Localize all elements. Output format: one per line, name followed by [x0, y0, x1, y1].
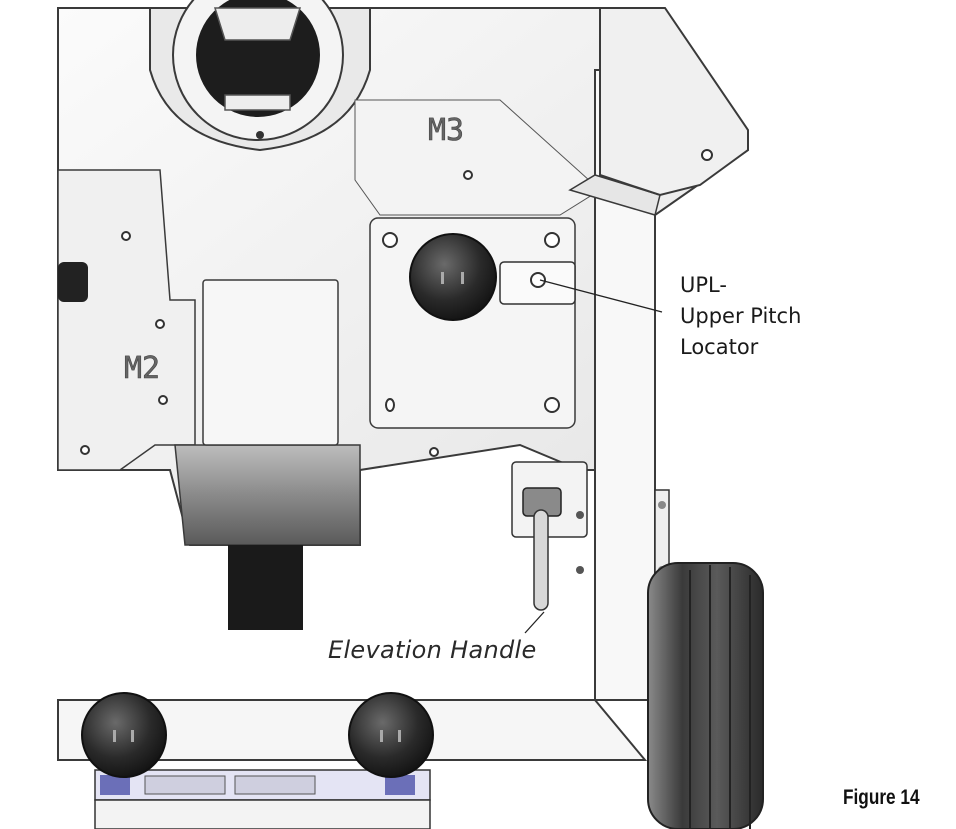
bolt-holes — [80, 170, 473, 457]
m2-label: M2 — [124, 351, 160, 386]
right-upper-flange — [599, 7, 749, 197]
figure-caption: Figure 14 — [843, 786, 920, 809]
top-circular-opening — [149, 0, 371, 152]
vertical-frame-bar — [568, 69, 670, 701]
upl-line-1: UPL- — [680, 273, 727, 297]
upl-leader-line — [539, 279, 663, 313]
upl-line-3: Locator — [680, 335, 759, 359]
elevation-handle-callout: Elevation Handle — [328, 636, 537, 664]
elevation-handle — [511, 461, 588, 611]
lower-left-knob — [81, 692, 167, 778]
m3-label: M3 — [428, 113, 464, 148]
upl-callout: UPL- Upper Pitch Locator — [680, 270, 801, 363]
m3-region — [354, 99, 601, 216]
central-column — [174, 279, 361, 630]
upl-line-2: Upper Pitch — [680, 304, 802, 328]
wheel — [647, 562, 764, 829]
elevation-leader-line — [524, 611, 545, 634]
lower-right-knob — [348, 692, 434, 778]
upl-knob — [409, 233, 497, 321]
left-slot — [58, 262, 88, 302]
